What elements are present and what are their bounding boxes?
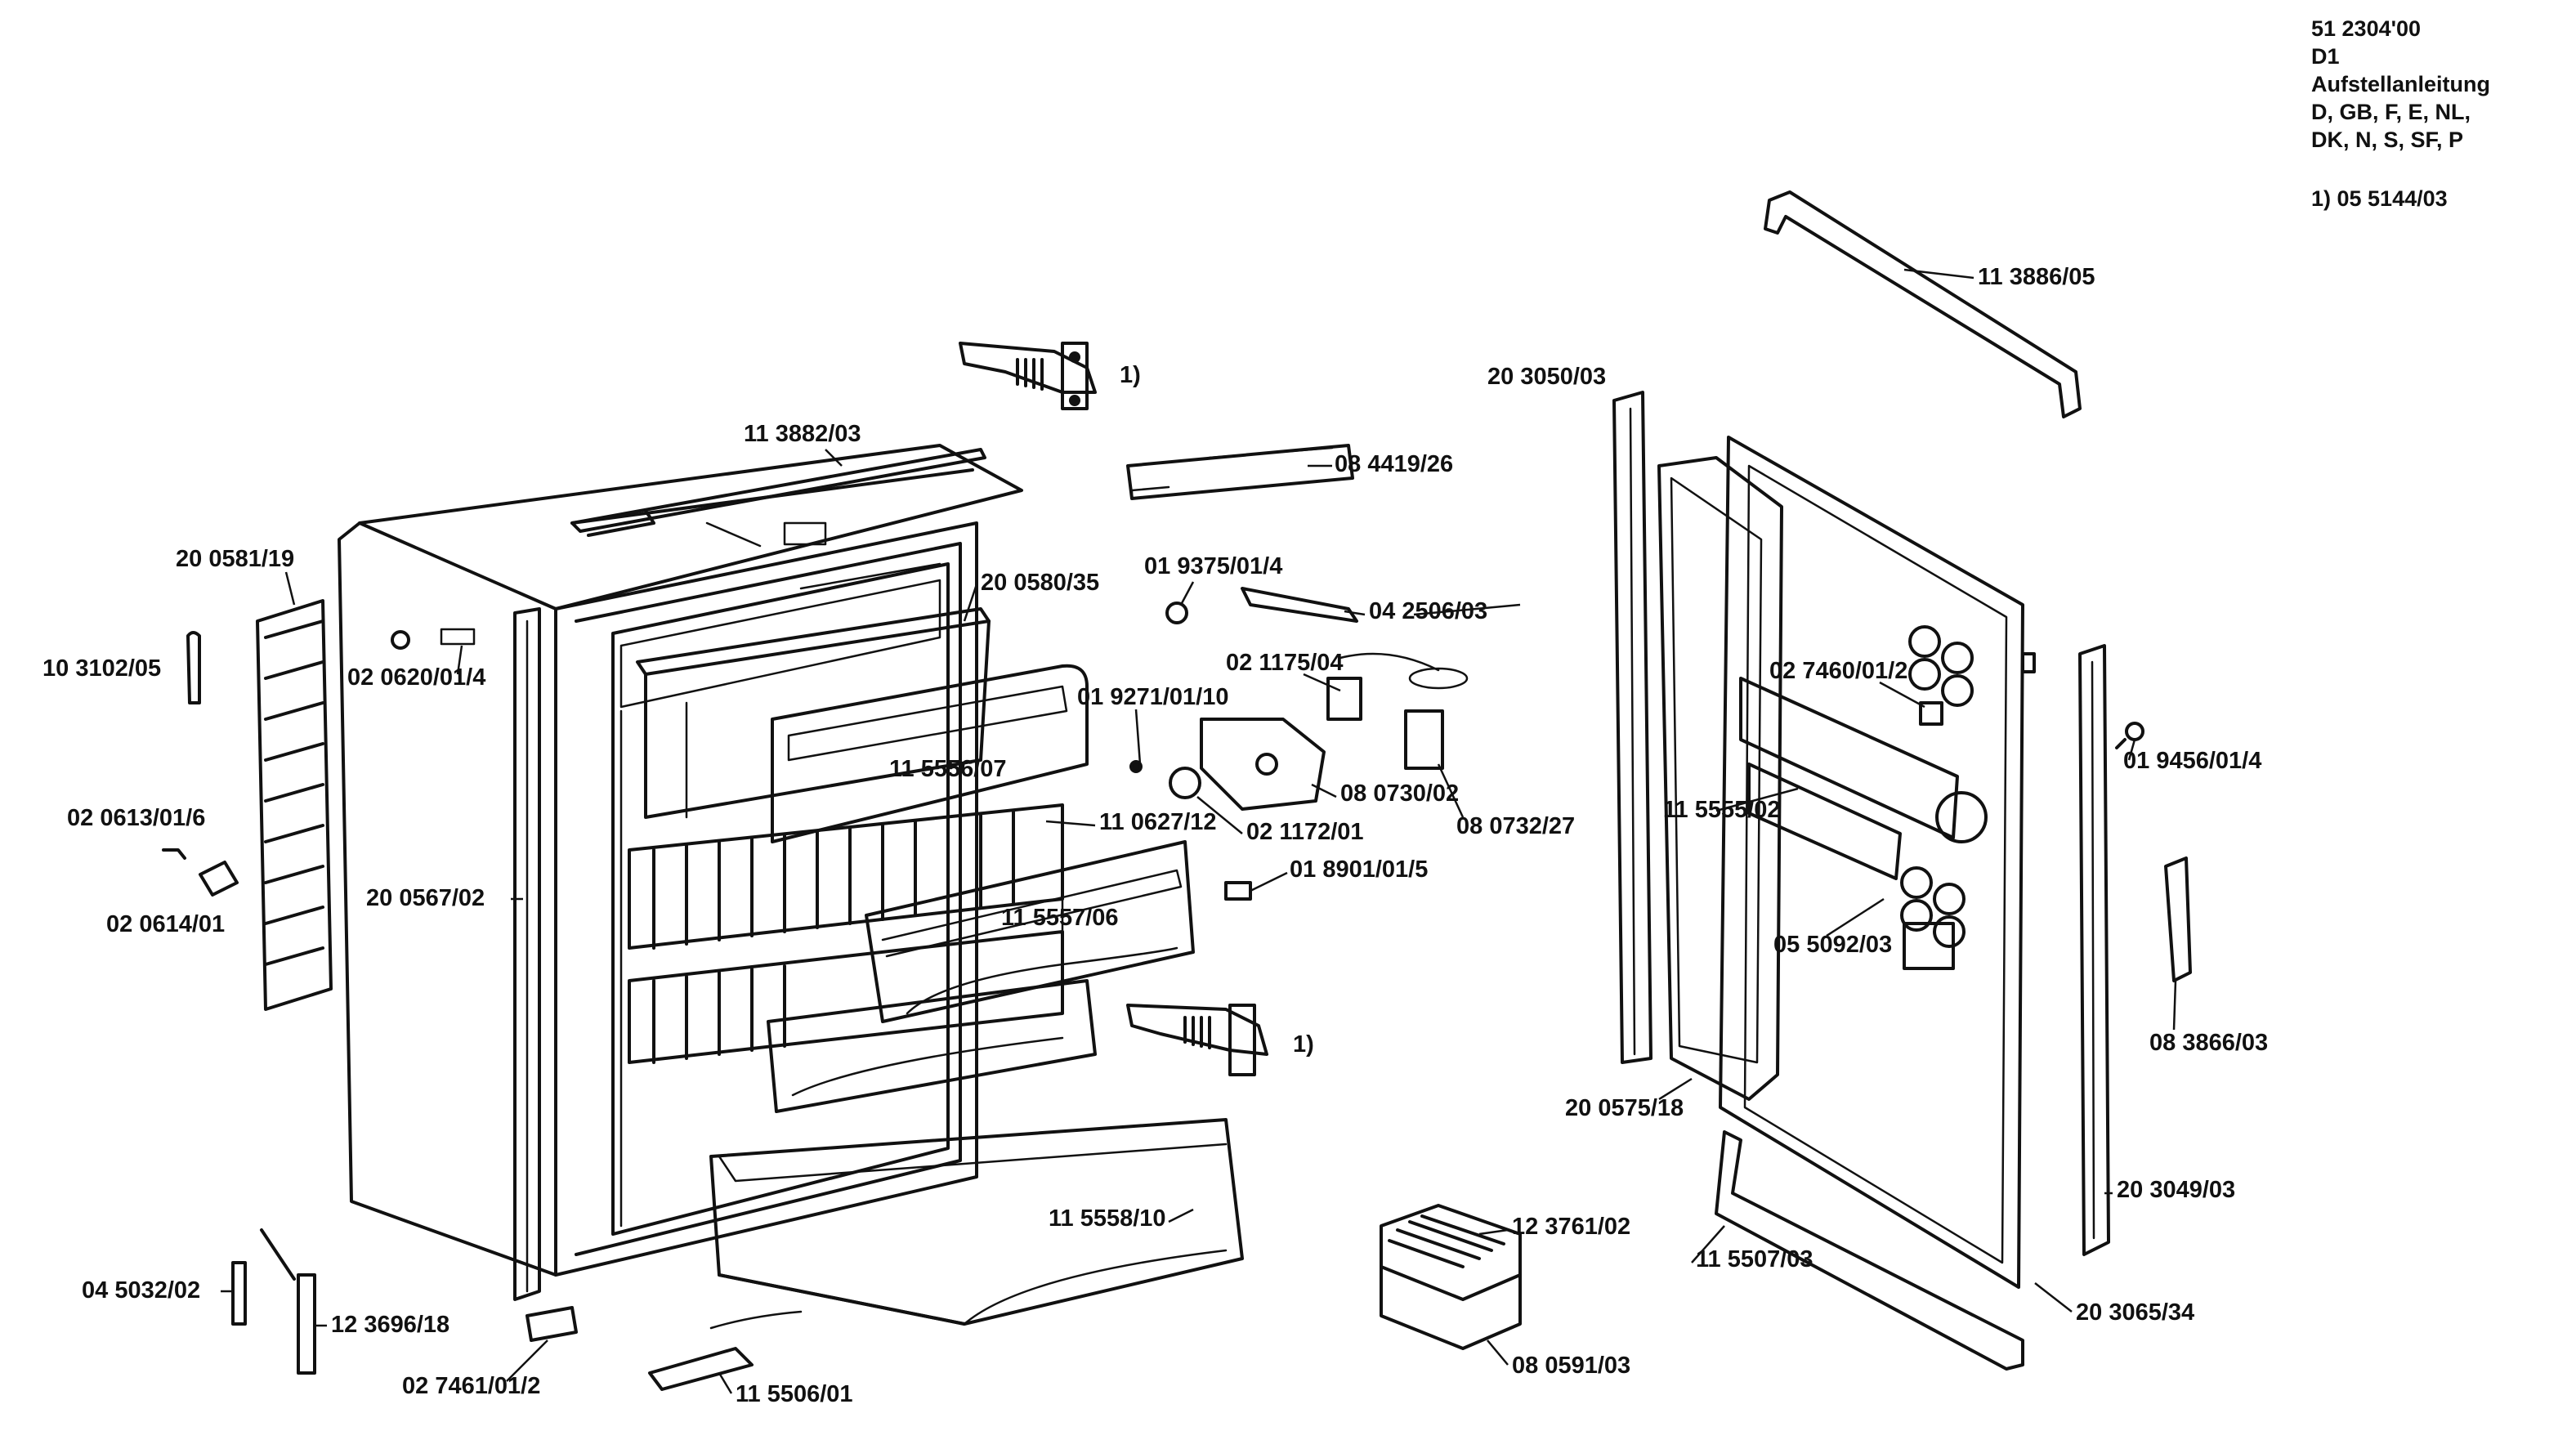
languages-line-1: D, GB, F, E, NL, [2311, 100, 2471, 124]
label-02-0613-01-6: 02 0613/01/6 [67, 805, 205, 831]
label-05-5092-03: 05 5092/03 [1773, 932, 1892, 958]
top-hinge [959, 342, 1097, 410]
label-02-7461-01-2: 02 7461/01/2 [402, 1373, 540, 1399]
label-20-3050-03: 20 3050/03 [1487, 364, 1606, 390]
door-screw [2115, 722, 2144, 749]
footnote: 1) 05 5144/03 [2311, 186, 2448, 211]
label-11-0627-12: 11 0627/12 [1099, 809, 1217, 835]
label-08-3866-03: 08 3866/03 [2149, 1030, 2268, 1056]
crisper-flap [865, 840, 1195, 1023]
label-02-0620-01-4: 02 0620/01/4 [347, 664, 485, 691]
label-01-9375-01-4: 01 9375/01/4 [1144, 553, 1282, 579]
door-bottom-bar [1715, 1130, 2024, 1371]
door-top-handle-bar [1764, 190, 2082, 418]
bottom-left-parts [231, 1228, 803, 1391]
label-20-0581-19: 20 0581/19 [176, 546, 294, 572]
languages-line-2: DK, N, S, SF, P [2311, 127, 2463, 152]
vegetable-drawer [709, 1118, 1244, 1326]
label-11-3882-03: 11 3882/03 [744, 421, 861, 447]
label-02-7460-01-2: 02 7460/01/2 [1769, 658, 1907, 684]
label-20-0567-02: 20 0567/02 [366, 885, 485, 911]
label-20-3049-03: 20 3049/03 [2117, 1177, 2235, 1203]
door-right-strip [2078, 644, 2110, 1256]
freezer-shelf [636, 607, 991, 819]
freezer-flap [771, 664, 1089, 843]
label-11-5507-03: 11 5507/03 [1696, 1246, 1813, 1272]
label-12-3696-18: 12 3696/18 [331, 1312, 449, 1338]
label-12-3761-02: 12 3761/02 [1512, 1214, 1630, 1240]
part-labels: 11 3886/05 20 3050/03 1) 11 3882/03 08 4… [42, 264, 2268, 1407]
label-01-9271-01-10: 01 9271/01/10 [1077, 684, 1228, 710]
label-08-4419-26: 08 4419/26 [1335, 451, 1453, 477]
fridge-door [1657, 436, 2036, 1289]
document-title: Aufstellanleitung [2311, 72, 2490, 96]
label-11-3886-05: 11 3886/05 [1978, 264, 2095, 290]
control-panel-board [1126, 444, 1354, 500]
control-small-parts [1129, 587, 1469, 901]
fridge-cabinet-drawing [256, 444, 1064, 1301]
label-10-3102-05: 10 3102/05 [42, 655, 161, 682]
label-01-9456-01-4: 01 9456/01/4 [2123, 748, 2261, 774]
label-11-5506-01: 11 5506/01 [736, 1381, 853, 1407]
label-01-8901-01-5: 01 8901/01/5 [1290, 856, 1428, 883]
bottom-hinge [1126, 1004, 1268, 1076]
label-11-5557-06: 11 5557/06 [1001, 905, 1119, 931]
document-header: 51 2304'00 D1 Aufstellanleitung D, GB, F… [2311, 16, 2490, 211]
label-20-3065-34: 20 3065/34 [2076, 1299, 2194, 1326]
label-04-2506-03: 04 2506/03 [1369, 598, 1487, 624]
door-left-strip [1612, 391, 1652, 1064]
top-strip [570, 448, 986, 533]
label-02-1172-01: 02 1172/01 [1246, 819, 1364, 845]
label-20-0580-35: 20 0580/35 [981, 570, 1099, 596]
leader-lines [221, 268, 2177, 1394]
label-11-5556-07: 11 5556/07 [889, 756, 1007, 782]
label-02-1175-04: 02 1175/04 [1226, 650, 1344, 676]
ice-cube-tray [1380, 1204, 1522, 1350]
doc-number: 51 2304'00 [2311, 16, 2421, 41]
label-20-0575-18: 20 0575/18 [1565, 1095, 1684, 1121]
label-04-5032-02: 04 5032/02 [82, 1277, 200, 1304]
label-08-0591-03: 08 0591/03 [1512, 1353, 1630, 1379]
label-11-5558-10: 11 5558/10 [1049, 1205, 1166, 1232]
label-02-0614-01: 02 0614/01 [106, 911, 225, 937]
model-code: D1 [2311, 44, 2340, 69]
label-hinge-top-footnote: 1) [1120, 362, 1141, 388]
left-small-parts [162, 630, 410, 897]
door-handle-cap [2164, 856, 2192, 982]
crisper-flap-lower [767, 979, 1097, 1113]
label-hinge-bottom-footnote: 1) [1293, 1031, 1314, 1058]
label-08-0730-02: 08 0730/02 [1340, 780, 1459, 807]
label-08-0732-27: 08 0732/27 [1456, 813, 1575, 839]
